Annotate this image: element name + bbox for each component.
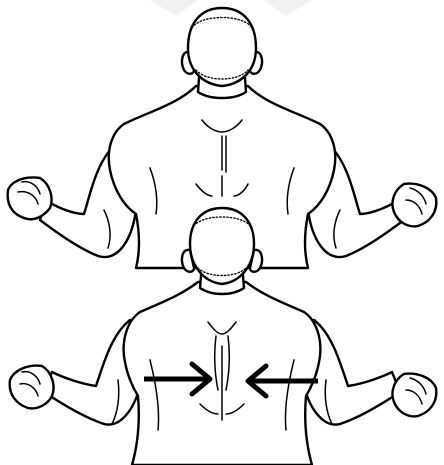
head [182,8,262,86]
right-arm [304,320,436,425]
watermark-mark [264,0,312,16]
watermark-mark [150,0,198,16]
left-arm [10,320,140,425]
figure-bottom-squeezed [10,208,437,465]
